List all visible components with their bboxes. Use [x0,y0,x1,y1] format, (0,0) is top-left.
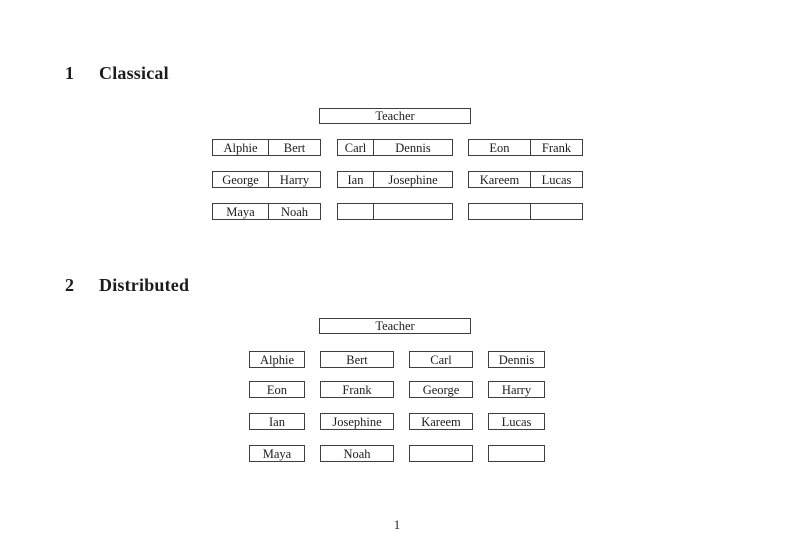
page-number: 1 [393,518,401,532]
seat: Lucas [541,172,572,187]
desk: Maya [249,445,305,462]
teacher-box: Teacher [319,318,471,334]
desk-pair: Kareem Lucas [468,171,583,188]
desk: Josephine [320,413,394,430]
section-number: 2 [65,275,75,295]
seat: Maya [213,204,269,219]
section-heading-classical: 1 Classical [65,62,169,84]
teacher-label: Teacher [375,319,415,333]
seat [374,204,452,219]
desk-pair: Carl Dennis [337,139,453,156]
seat: Carl [338,140,374,155]
seat: George [213,172,269,187]
desk-empty [488,445,545,462]
section-title: Distributed [99,275,190,295]
desk-pair: George Harry [212,171,321,188]
seat [338,204,374,219]
seat [469,204,531,219]
seat: Kareem [469,172,531,187]
desk-pair: Maya Noah [212,203,321,220]
desk-pair: Ian Josephine [337,171,453,188]
desk-pair: Eon Frank [468,139,583,156]
desk: Frank [320,381,394,398]
desk: Harry [488,381,545,398]
desk: Bert [320,351,394,368]
seat [531,204,582,219]
seat: Eon [469,140,531,155]
section-heading-distributed: 2 Distributed [65,274,189,296]
desk: Carl [409,351,473,368]
seat: Ian [338,172,374,187]
teacher-box: Teacher [319,108,471,124]
desk-pair-empty [468,203,583,220]
seat: Alphie [213,140,269,155]
desk: Lucas [488,413,545,430]
seat: Noah [280,204,309,219]
desk: George [409,381,473,398]
desk-pair: Alphie Bert [212,139,321,156]
desk-empty [409,445,473,462]
seat: Harry [279,172,310,187]
desk: Alphie [249,351,305,368]
desk: Ian [249,413,305,430]
seat: Dennis [395,140,431,155]
desk: Dennis [488,351,545,368]
desk: Eon [249,381,305,398]
seat: Bert [283,140,306,155]
desk: Noah [320,445,394,462]
section-title: Classical [99,63,169,83]
teacher-label: Teacher [375,109,415,123]
desk-pair-empty [337,203,453,220]
seat: Josephine [388,172,438,187]
section-number: 1 [65,63,75,83]
desk: Kareem [409,413,473,430]
seat: Frank [541,140,572,155]
